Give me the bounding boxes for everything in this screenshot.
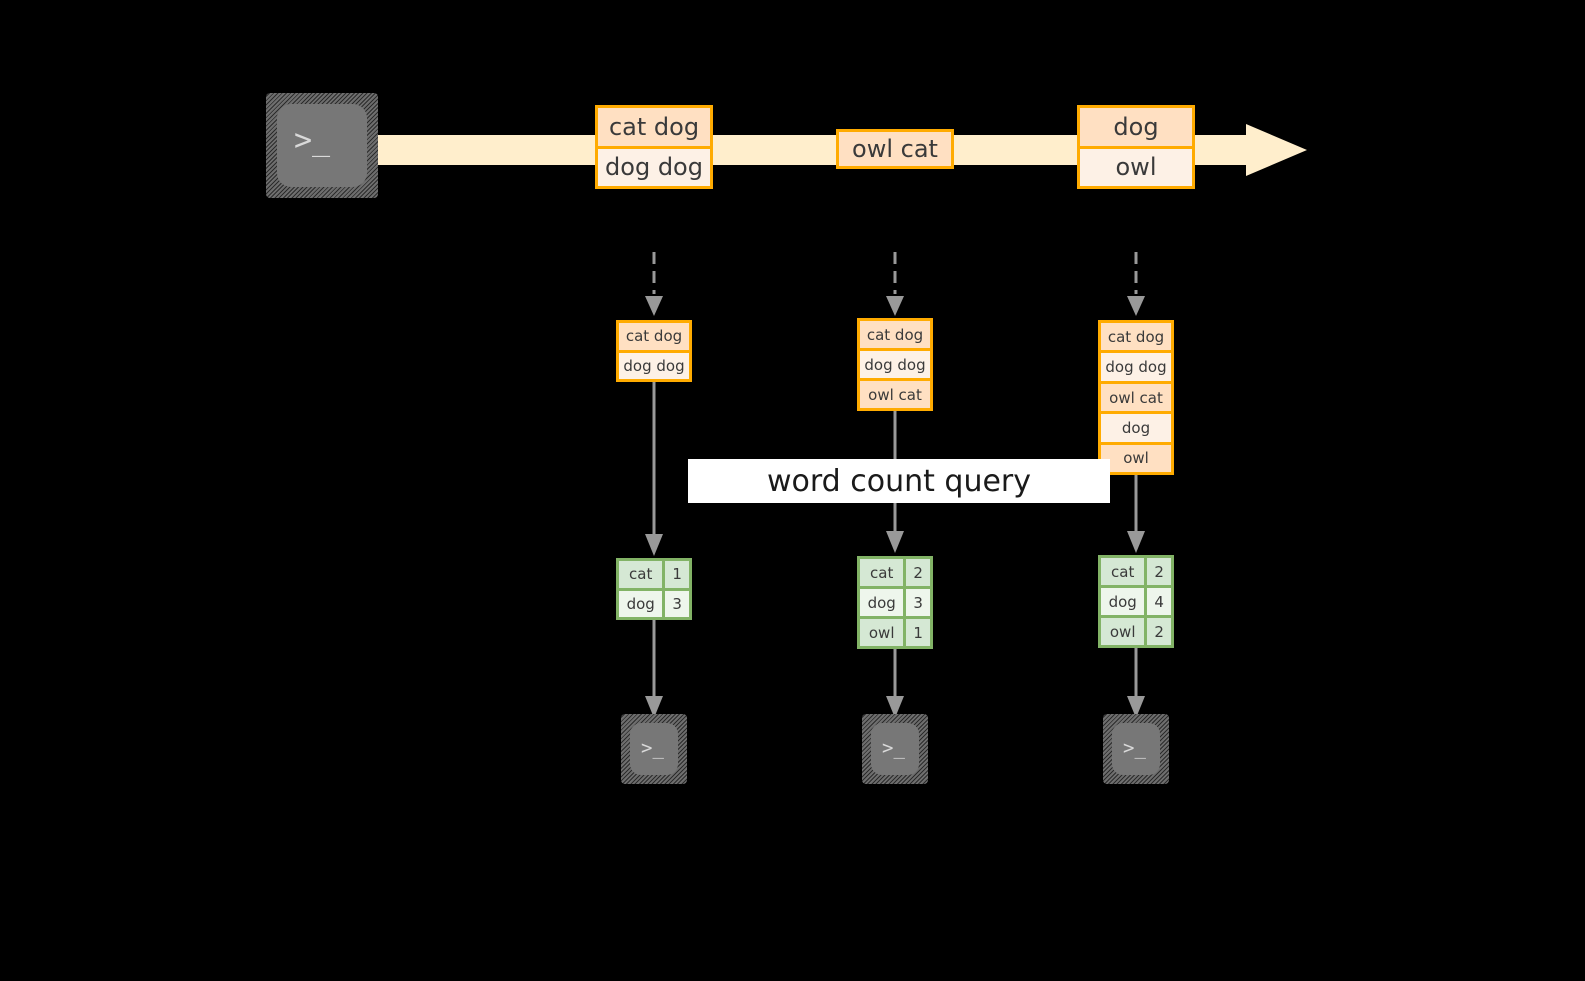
record-line: owl — [1080, 145, 1192, 186]
result-count: 2 — [903, 559, 930, 586]
terminal-prompt-glyph: >_ — [882, 737, 905, 759]
terminal-screen: >_ — [1112, 723, 1160, 775]
result-row: cat 2 — [860, 559, 930, 586]
terminal-prompt-glyph: >_ — [1123, 737, 1146, 759]
connector-snapshot-2-to-sink — [886, 649, 904, 718]
result-word: dog — [860, 589, 904, 616]
connector-snapshot-3-to-result — [1127, 475, 1145, 553]
snapshot-2-input-stack: cat dog dog dog owl cat — [857, 318, 933, 411]
stack-line: cat dog — [860, 321, 930, 348]
connector-snapshot-3-to-sink — [1127, 648, 1145, 718]
result-row: dog 4 — [1101, 585, 1171, 615]
result-count: 3 — [903, 589, 930, 616]
stack-line: dog dog — [1101, 350, 1171, 381]
stack-line: owl — [1101, 441, 1171, 473]
query-label: word count query — [688, 459, 1110, 503]
result-word: owl — [860, 619, 904, 646]
stack-line: cat dog — [1101, 323, 1171, 351]
terminal-prompt-glyph: >_ — [641, 737, 664, 759]
result-word: owl — [1101, 618, 1145, 645]
result-count: 2 — [1144, 558, 1171, 585]
stack-line: owl cat — [860, 378, 930, 408]
record-line: dog — [1080, 108, 1192, 146]
connector-stream-to-snapshot-3 — [1127, 252, 1145, 316]
snapshot-3-sink-terminal-icon: >_ — [1103, 714, 1169, 784]
stream-record-2: owl cat — [836, 129, 954, 169]
stack-line: dog — [1101, 411, 1171, 442]
result-count: 2 — [1144, 618, 1171, 645]
snapshot-3-result-table: cat 2 dog 4 owl 2 — [1098, 555, 1174, 648]
terminal-screen: >_ — [630, 723, 678, 775]
terminal-prompt-glyph: >_ — [294, 123, 331, 158]
stack-line: cat dog — [619, 323, 689, 350]
result-word: cat — [860, 559, 904, 586]
result-word: cat — [1101, 558, 1145, 585]
result-row: cat 1 — [619, 561, 689, 588]
snapshot-3-input-stack: cat dog dog dog owl cat dog owl — [1098, 320, 1174, 475]
snapshot-1-sink-terminal-icon: >_ — [621, 714, 687, 784]
result-word: dog — [619, 590, 663, 617]
stream-record-3: dog owl — [1077, 105, 1195, 189]
result-word: cat — [619, 561, 663, 588]
snapshot-1-result-table: cat 1 dog 3 — [616, 558, 692, 620]
stack-line: dog dog — [619, 349, 689, 379]
result-row: cat 2 — [1101, 558, 1171, 585]
record-line: cat dog — [598, 108, 710, 146]
result-count: 1 — [903, 619, 930, 646]
source-terminal-icon: >_ — [266, 93, 378, 198]
result-row: dog 3 — [860, 586, 930, 616]
result-count: 1 — [662, 561, 689, 588]
connector-snapshot-1-to-sink — [645, 620, 663, 718]
stream-record-1: cat dog dog dog — [595, 105, 713, 189]
result-row: owl 2 — [1101, 615, 1171, 645]
stack-line: owl cat — [1101, 380, 1171, 412]
terminal-screen: >_ — [277, 104, 367, 187]
connector-stream-to-snapshot-2 — [886, 252, 904, 316]
result-word: dog — [1101, 588, 1145, 615]
query-label-text: word count query — [766, 463, 1032, 499]
snapshot-2-result-table: cat 2 dog 3 owl 1 — [857, 556, 933, 649]
record-line: owl cat — [839, 132, 951, 166]
result-row: dog 3 — [619, 587, 689, 617]
stack-line: dog dog — [860, 348, 930, 378]
snapshot-1-input-stack: cat dog dog dog — [616, 320, 692, 382]
result-row: owl 1 — [860, 616, 930, 646]
snapshot-2-sink-terminal-icon: >_ — [862, 714, 928, 784]
connector-stream-to-snapshot-1 — [645, 252, 663, 316]
result-count: 3 — [662, 590, 689, 617]
result-count: 4 — [1144, 588, 1171, 615]
terminal-screen: >_ — [871, 723, 919, 775]
record-line: dog dog — [598, 145, 710, 186]
connector-snapshot-1-to-result — [645, 382, 663, 556]
